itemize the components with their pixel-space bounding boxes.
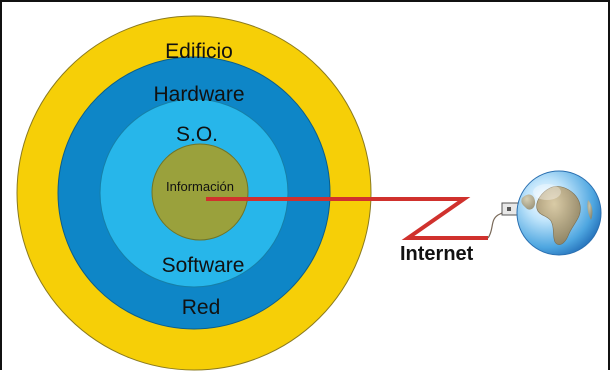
layer-software-label: Software bbox=[162, 254, 245, 277]
cable-wire bbox=[487, 211, 505, 239]
layer-informacion-label: Información bbox=[166, 179, 234, 194]
layer-red-label: Red bbox=[182, 296, 221, 319]
layer-informacion-circle bbox=[151, 143, 249, 241]
network-plug-icon bbox=[501, 202, 519, 216]
internet-connection-line bbox=[206, 197, 488, 240]
layer-so-label: S.O. bbox=[176, 123, 218, 146]
layer-edificio-label: Edificio bbox=[165, 40, 233, 63]
globe-icon bbox=[516, 170, 602, 256]
internet-label: Internet bbox=[400, 243, 474, 265]
layer-hardware-label: Hardware bbox=[153, 83, 244, 106]
